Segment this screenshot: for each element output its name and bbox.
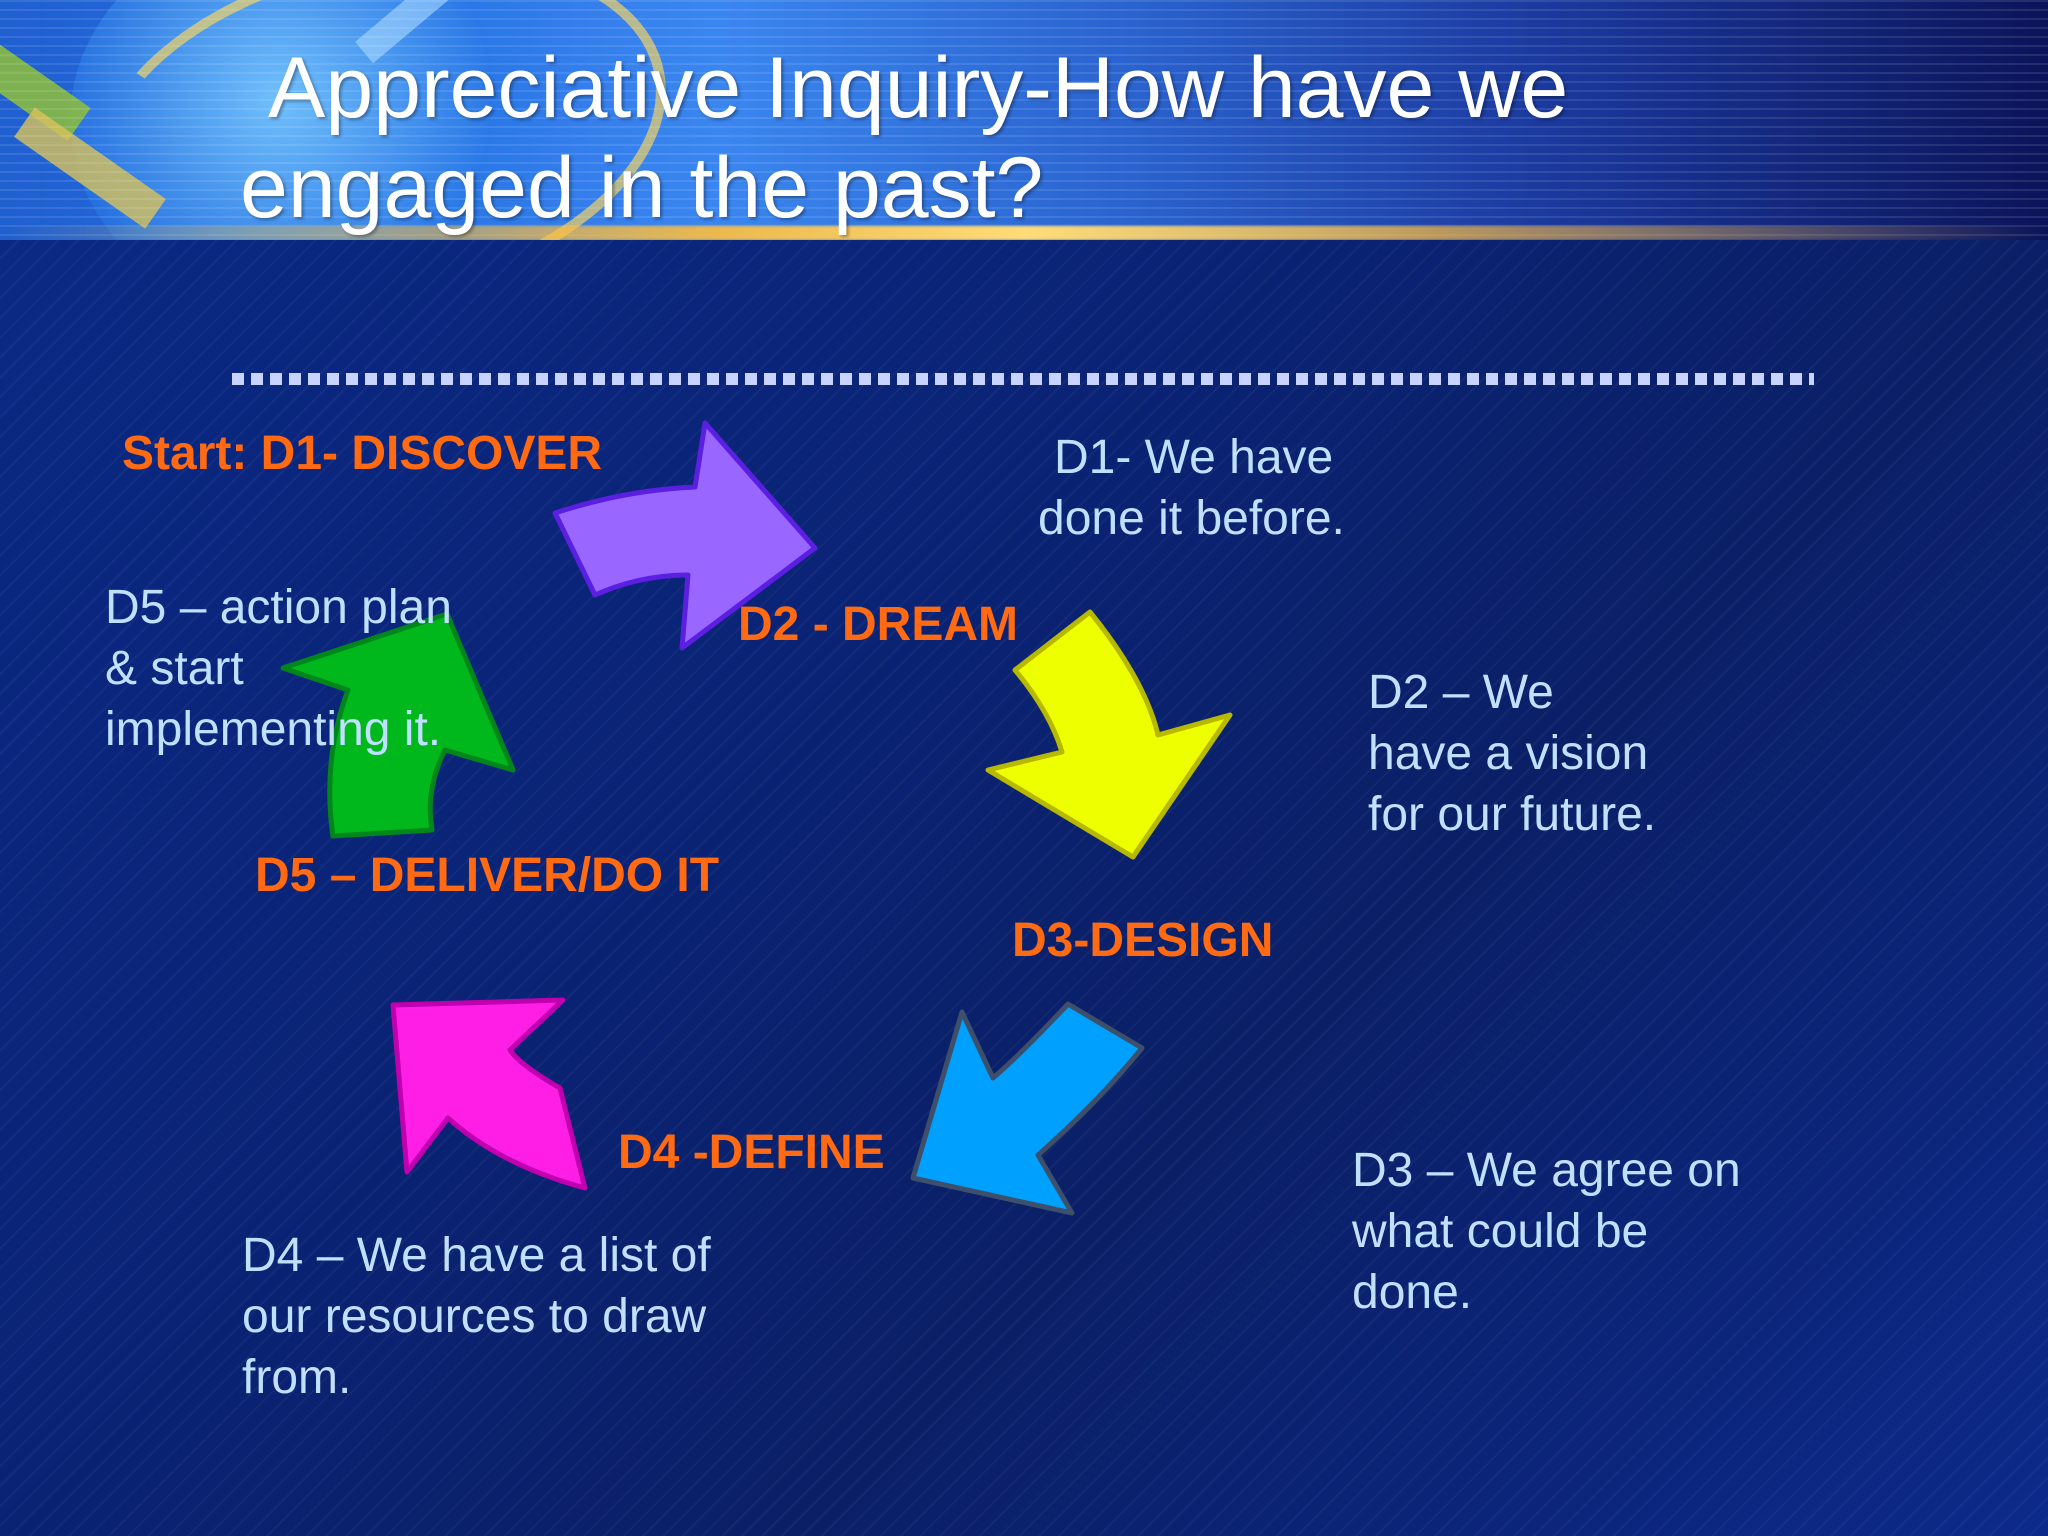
arrow-design [910,1001,1145,1216]
description-line: & start [105,642,244,695]
arrow-deliver [280,611,516,839]
label-dream: D2 - DREAM [738,598,1019,651]
description-line: our resources to draw [242,1290,707,1343]
description-line: from. [242,1351,352,1404]
description-dream: D2 – We have a vision for our future. [1368,662,1656,845]
title-line-1: Appreciative Inquiry-How have we [268,40,1569,136]
label-design: D3-DESIGN [1012,914,1274,967]
description-line: done it before. [1038,492,1345,545]
label-deliver: D5 – DELIVER/DO IT [255,849,720,902]
arrow-dream [985,609,1233,860]
description-line: implementing it. [105,703,442,756]
description-line: D4 – We have a list of [242,1229,711,1282]
title-line-2: engaged in the past? [240,140,1044,236]
dotted-divider [232,373,1814,385]
label-define: D4 -DEFINE [618,1126,885,1179]
header-banner [0,0,2048,240]
light-streaks [0,0,2048,240]
gold-divider [0,226,2048,240]
description-line: done. [1352,1266,1473,1319]
label-discover: Start: D1- DISCOVER [122,427,603,480]
slide-title: Appreciative Inquiry-How have we engaged… [240,38,1740,238]
description-deliver: D5 – action plan & start implementing it… [105,577,452,760]
description-line: D3 – We agree on [1352,1144,1741,1197]
description-line: D1- We have [1054,431,1334,484]
description-line: D2 – We [1368,666,1554,719]
description-line: have a vision [1368,727,1649,780]
description-line: what could be [1352,1205,1649,1258]
arrow-discover [552,420,818,651]
description-design: D3 – We agree on what could be done. [1352,1140,1741,1323]
description-line: D5 – action plan [105,581,452,634]
arrow-define [390,997,588,1191]
description-discover: D1- We have done it before. [1038,427,1345,549]
description-line: for our future. [1368,788,1657,841]
description-define: D4 – We have a list of our resources to … [242,1225,711,1408]
